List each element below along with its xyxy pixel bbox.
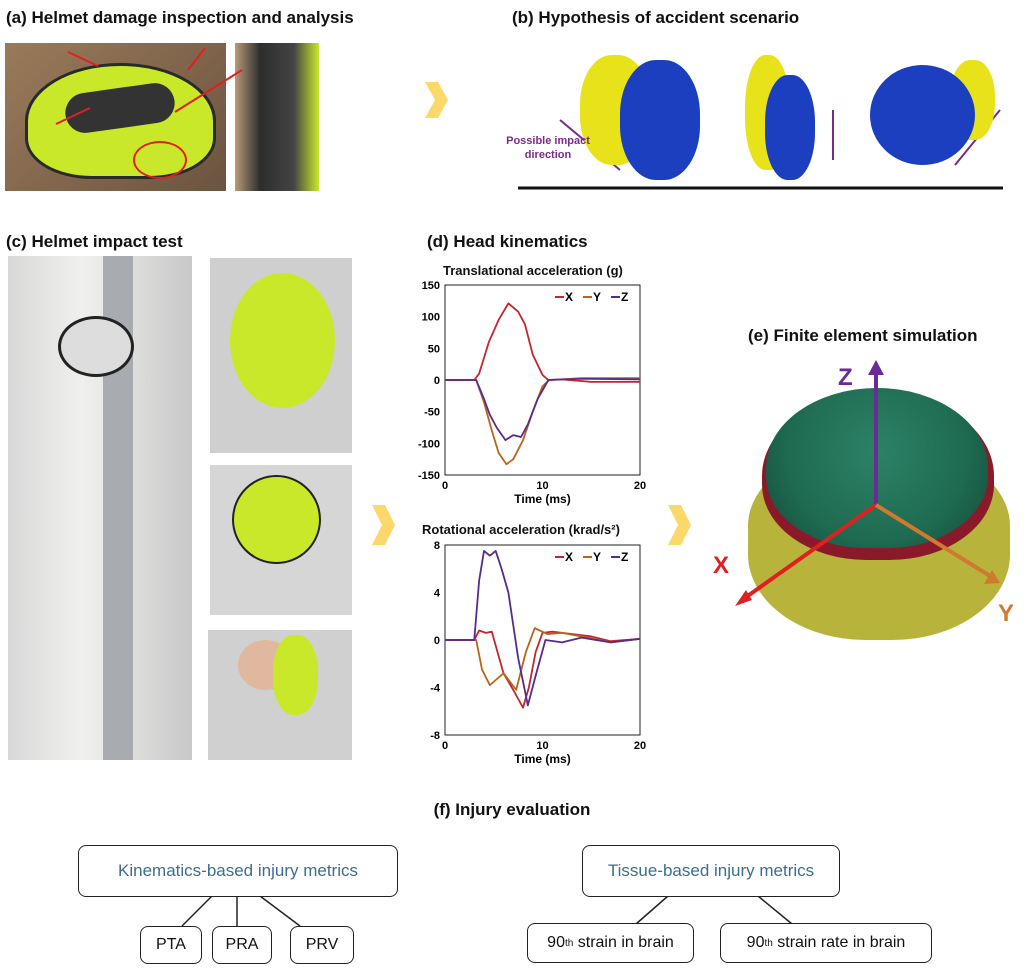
flow-arrow-2: [372, 505, 395, 545]
x-axis-label: X: [713, 552, 730, 579]
legend-label-y: Y: [593, 290, 601, 304]
test-photo-3: [208, 630, 352, 760]
y-tick-label: -4: [430, 683, 441, 695]
legend-label-x: X: [565, 290, 573, 304]
x-tick-label: 10: [536, 480, 548, 492]
series-line-y: [445, 627, 641, 691]
y-tick-label: 150: [422, 280, 440, 292]
y-axis-label: Y: [998, 600, 1015, 627]
series-line-z: [445, 377, 641, 442]
damage-closeup-photo: [235, 43, 319, 191]
strain-sup: th: [564, 937, 574, 949]
helmet-model-1: [620, 60, 700, 180]
pra-box: PRA: [212, 926, 272, 964]
helmet-model-2: [765, 75, 815, 180]
panel-c-title: (c) Helmet impact test: [6, 232, 183, 251]
y-tick-label: 8: [434, 540, 440, 552]
y-tick-label: 4: [434, 588, 441, 600]
x-tick-label: 20: [634, 740, 646, 752]
pta-box: PTA: [140, 926, 202, 964]
strain-rate-sup: th: [764, 937, 773, 949]
impact-direction-label: Possible impact direction: [506, 135, 590, 161]
y-tick-label: 0: [434, 375, 440, 387]
tissue-metrics-box: Tissue-based injury metrics: [582, 845, 840, 897]
chart-2-title: Rotational acceleration (krad/s²): [422, 522, 620, 537]
test-photo-1: [210, 258, 352, 453]
z-axis-label: Z: [838, 364, 853, 391]
kinematics-metrics-box: Kinematics-based injury metrics: [78, 845, 398, 897]
tree-lines: [181, 895, 793, 927]
series-line-z: [445, 550, 641, 707]
legend-label-x: X: [565, 550, 573, 564]
impact-rig-photo: [8, 256, 192, 760]
y-tick-label: -8: [430, 730, 440, 742]
y-tick-label: -50: [424, 407, 440, 419]
y-tick-label: 50: [428, 343, 440, 355]
strain-rate-text: strain rate in brain: [772, 934, 906, 951]
x-tick-label: 0: [442, 480, 448, 492]
damage-circle: [133, 141, 187, 179]
damage-arrows: [55, 47, 243, 125]
panel-e-title: (e) Finite element simulation: [748, 326, 978, 345]
chart-1-title: Translational acceleration (g): [443, 263, 623, 278]
x-tick-label: 20: [634, 480, 646, 492]
test-photo-2: [210, 465, 352, 615]
flow-arrow-1: [425, 82, 448, 118]
y-tick-label: -150: [418, 470, 440, 482]
panel-f-title: (f) Injury evaluation: [433, 800, 591, 819]
helmet-model-3: [870, 65, 975, 165]
panel-d-title: (d) Head kinematics: [427, 232, 588, 251]
x-tick-label: 0: [442, 740, 448, 752]
helmet-shape: [230, 273, 335, 408]
prv-box: PRV: [290, 926, 354, 964]
panel-b-title: (b) Hypothesis of accident scenario: [512, 8, 800, 27]
flow-arrow-3: [668, 505, 691, 545]
helmet-shape: [273, 635, 318, 715]
x-axis-label: Time (ms): [514, 752, 570, 766]
strain-percentile: 90: [547, 934, 565, 951]
y-tick-label: 100: [422, 312, 440, 324]
legend-label-z: Z: [621, 550, 628, 564]
y-tick-label: 0: [434, 635, 440, 647]
legend-label-z: Z: [621, 290, 628, 304]
strain-rate-percentile: 90: [746, 934, 765, 951]
panel-a-title: (a) Helmet damage inspection and analysi…: [6, 8, 354, 27]
y-tick-label: -100: [418, 438, 440, 450]
helmet-shape: [232, 475, 321, 564]
strain-text: strain in brain: [573, 934, 674, 951]
rig-helmet: [58, 316, 134, 377]
legend-label-y: Y: [593, 550, 601, 564]
x-axis-label: Time (ms): [514, 492, 570, 506]
x-tick-label: 10: [536, 740, 548, 752]
